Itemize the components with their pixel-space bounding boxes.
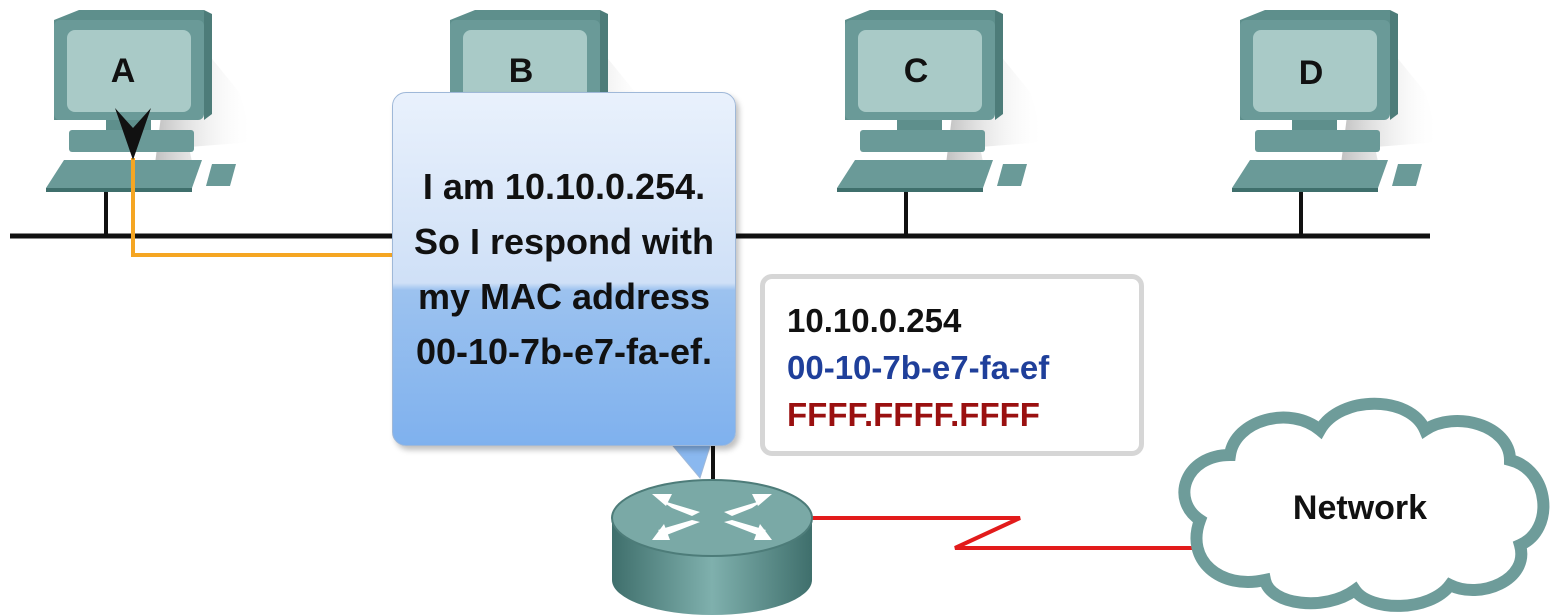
reply-path-line <box>131 158 395 257</box>
speech-bubble: I am 10.10.0.254. So I respond with my M… <box>392 92 736 446</box>
address-info-box: 10.10.0.254 00-10-7b-e7-fa-ef FFFF.FFFF.… <box>760 274 1144 456</box>
reply-arrowhead-icon <box>115 108 151 160</box>
computer-a-label: A <box>111 52 136 90</box>
computer-c[interactable]: C <box>837 10 1045 192</box>
computer-a[interactable]: A <box>46 10 254 192</box>
computer-d-label: D <box>1299 54 1324 92</box>
computer-b-label: B <box>509 52 534 90</box>
wan-link <box>812 516 1200 550</box>
ip-address-text: 10.10.0.254 <box>787 302 962 339</box>
broadcast-address-text: FFFF.FFFF.FFFF <box>787 396 1040 433</box>
mac-address-text: 00-10-7b-e7-fa-ef <box>787 349 1050 386</box>
computer-b[interactable]: B <box>442 10 650 192</box>
computer-c-label: C <box>904 52 929 90</box>
network-cloud-label: Network <box>1293 489 1427 527</box>
router-icon <box>611 479 813 615</box>
speech-bubble-text: I am 10.10.0.254. So I respond with my M… <box>413 166 714 372</box>
computer-d[interactable]: D <box>1232 10 1440 192</box>
network-cloud-icon: Network <box>1178 397 1550 612</box>
